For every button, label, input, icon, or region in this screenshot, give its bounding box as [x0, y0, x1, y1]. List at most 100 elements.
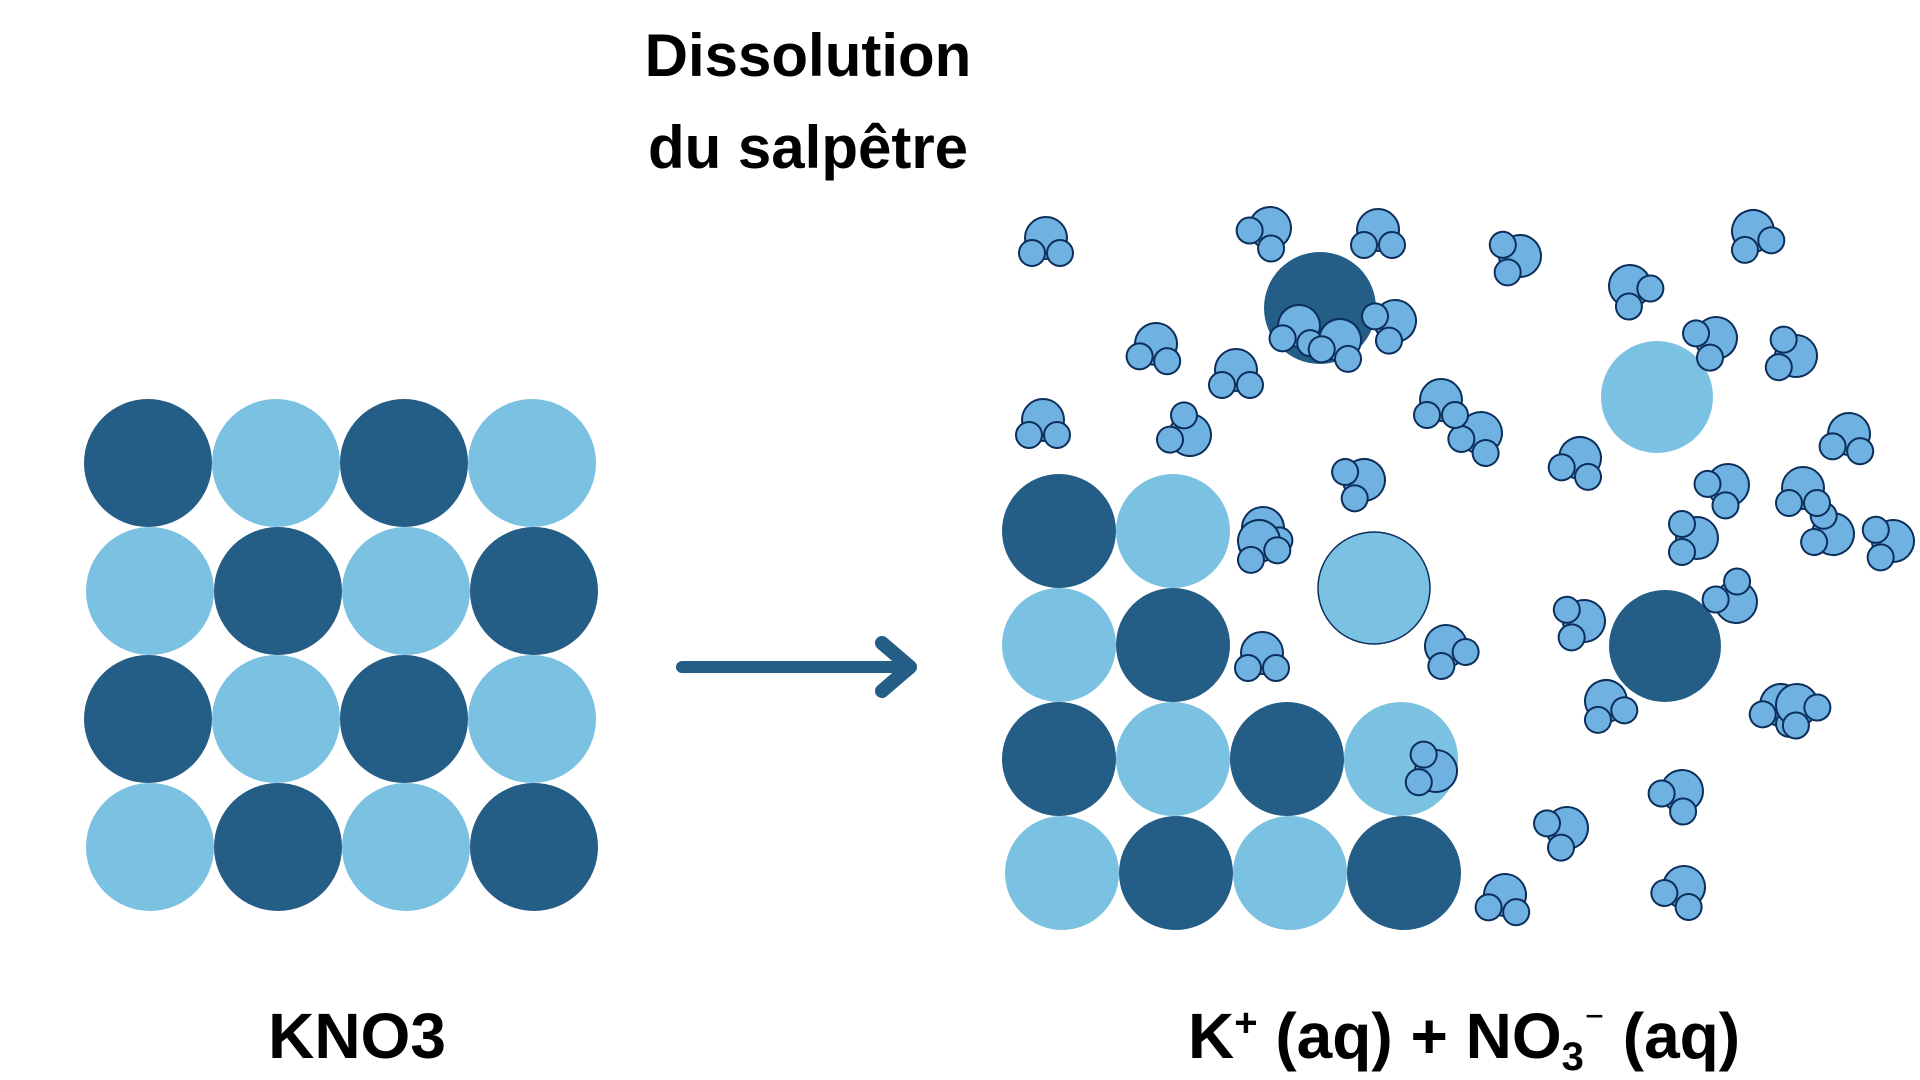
nitrate-ion — [212, 399, 340, 527]
hydrogen-atom — [1153, 347, 1182, 376]
hydrogen-atom — [1263, 536, 1292, 565]
water-molecule-icon — [1156, 401, 1212, 457]
hydrogen-atom — [1208, 371, 1236, 399]
water-molecule-icon — [1361, 299, 1417, 355]
product-no3-state: (aq) — [1605, 1000, 1740, 1072]
potassium-ion — [340, 399, 468, 527]
water-molecule-icon — [1404, 740, 1458, 797]
nitrate-ion — [1116, 474, 1230, 588]
hydrogen-atom — [1236, 371, 1264, 399]
potassium-ion — [1002, 474, 1116, 588]
hydrogen-atom — [1441, 401, 1469, 429]
nitrate-ion — [86, 527, 214, 655]
potassium-ion — [1116, 588, 1230, 702]
hydrogen-atom — [1361, 302, 1390, 331]
water-molecule-icon — [1474, 873, 1531, 927]
water-molecule-icon — [1447, 411, 1503, 467]
product-k-charge: + — [1234, 1001, 1257, 1045]
product-no3-subscript: 3 — [1562, 1035, 1584, 1079]
water-molecule-icon — [1608, 264, 1665, 321]
potassium-ion — [1347, 816, 1461, 930]
hydrogen-atom — [1046, 239, 1074, 267]
hydrogen-atom — [1268, 324, 1297, 353]
water-molecule-icon — [1647, 769, 1704, 826]
hydrogen-atom — [1769, 325, 1798, 354]
water-molecule-icon — [1693, 463, 1750, 520]
water-molecule-icon — [1236, 519, 1292, 574]
hydrogen-atom — [1015, 421, 1043, 449]
water-molecule-icon — [1125, 322, 1182, 376]
hydrogen-atom — [1818, 432, 1847, 461]
water-molecules — [1015, 206, 1915, 927]
nitrate-ion — [468, 399, 596, 527]
hydrogen-atom — [1764, 353, 1793, 382]
water-molecule-icon — [1234, 631, 1290, 682]
nitrate-ion — [468, 655, 596, 783]
potassium-ion — [1119, 816, 1233, 930]
hydrogen-atom — [1614, 292, 1643, 321]
kno3-crystal-lattice — [84, 399, 598, 911]
water-molecule-icon — [1331, 457, 1386, 513]
hydrogen-atom — [1334, 344, 1363, 373]
water-molecule-icon — [1533, 806, 1589, 862]
arrow-head — [875, 636, 917, 698]
water-molecule-icon — [1552, 595, 1606, 652]
water-molecule-icon — [1350, 208, 1406, 259]
hydrogen-atom — [1748, 700, 1777, 729]
hydrogen-atom — [1636, 274, 1665, 303]
hydrogen-atom — [1018, 239, 1046, 267]
water-molecule-icon — [1682, 316, 1738, 372]
hydrogen-atom — [1674, 892, 1703, 921]
hydrogen-atom — [1650, 878, 1679, 907]
product-label: K+ (aq) + NO3⁻ (aq) — [1188, 1000, 1740, 1079]
product-no3-charge: ⁻ — [1584, 1001, 1605, 1045]
hydrogen-atom — [1493, 258, 1522, 287]
nitrate-ion — [1005, 816, 1119, 930]
water-molecule-icon — [1015, 398, 1071, 449]
water-molecule-icon — [1208, 348, 1264, 399]
hydrogen-atom — [1378, 231, 1406, 259]
water-molecule-icon — [1583, 679, 1639, 734]
water-molecule-icon — [1775, 466, 1831, 517]
potassium-ion — [214, 783, 342, 911]
hydrogen-atom — [1757, 226, 1786, 255]
reaction-arrow-icon — [676, 636, 917, 698]
nitrate-ion — [342, 527, 470, 655]
water-molecule-icon — [1268, 304, 1325, 358]
water-molecule-icon — [1424, 624, 1480, 680]
free-potassium-ion — [1609, 590, 1721, 702]
hydrogen-atom — [1471, 438, 1500, 467]
hydrogen-atom — [1803, 489, 1831, 517]
hydrogen-atom — [1610, 696, 1639, 725]
water-molecule-icon — [1730, 209, 1786, 264]
hydrogen-atom — [1574, 462, 1603, 491]
hydrogen-atom — [1331, 457, 1360, 486]
hydrogen-atom — [1547, 833, 1576, 862]
hydrogen-atom — [1696, 343, 1725, 372]
dissolving-crystal — [1002, 474, 1461, 930]
potassium-ion — [340, 655, 468, 783]
water-molecule-icon — [1861, 515, 1915, 572]
hydrogen-atom — [1262, 654, 1290, 682]
water-molecule-icon — [1764, 325, 1818, 382]
hydrogen-atom — [1474, 893, 1503, 922]
hydrogen-atom — [1547, 453, 1576, 482]
hydrogen-atom — [1447, 424, 1476, 453]
water-molecule-icon — [1650, 865, 1706, 921]
hydrogen-atom — [1668, 538, 1696, 566]
nitrate-ion — [1233, 816, 1347, 930]
water-molecule-icon — [1413, 378, 1469, 429]
hydrogen-atom — [1234, 654, 1262, 682]
nitrate-ion — [342, 783, 470, 911]
hydrogen-atom — [1307, 335, 1336, 364]
hydrogen-atom — [1803, 693, 1832, 722]
water-molecule-icon — [1818, 412, 1875, 466]
potassium-ion — [1230, 702, 1344, 816]
hydrogen-atom — [1781, 711, 1810, 740]
hydrogen-atom — [1693, 469, 1722, 498]
hydrogen-atom — [1409, 740, 1438, 769]
hydrogen-atom — [1350, 231, 1378, 259]
hydrogen-atom — [1846, 437, 1875, 466]
hydrogen-atom — [1043, 421, 1071, 449]
